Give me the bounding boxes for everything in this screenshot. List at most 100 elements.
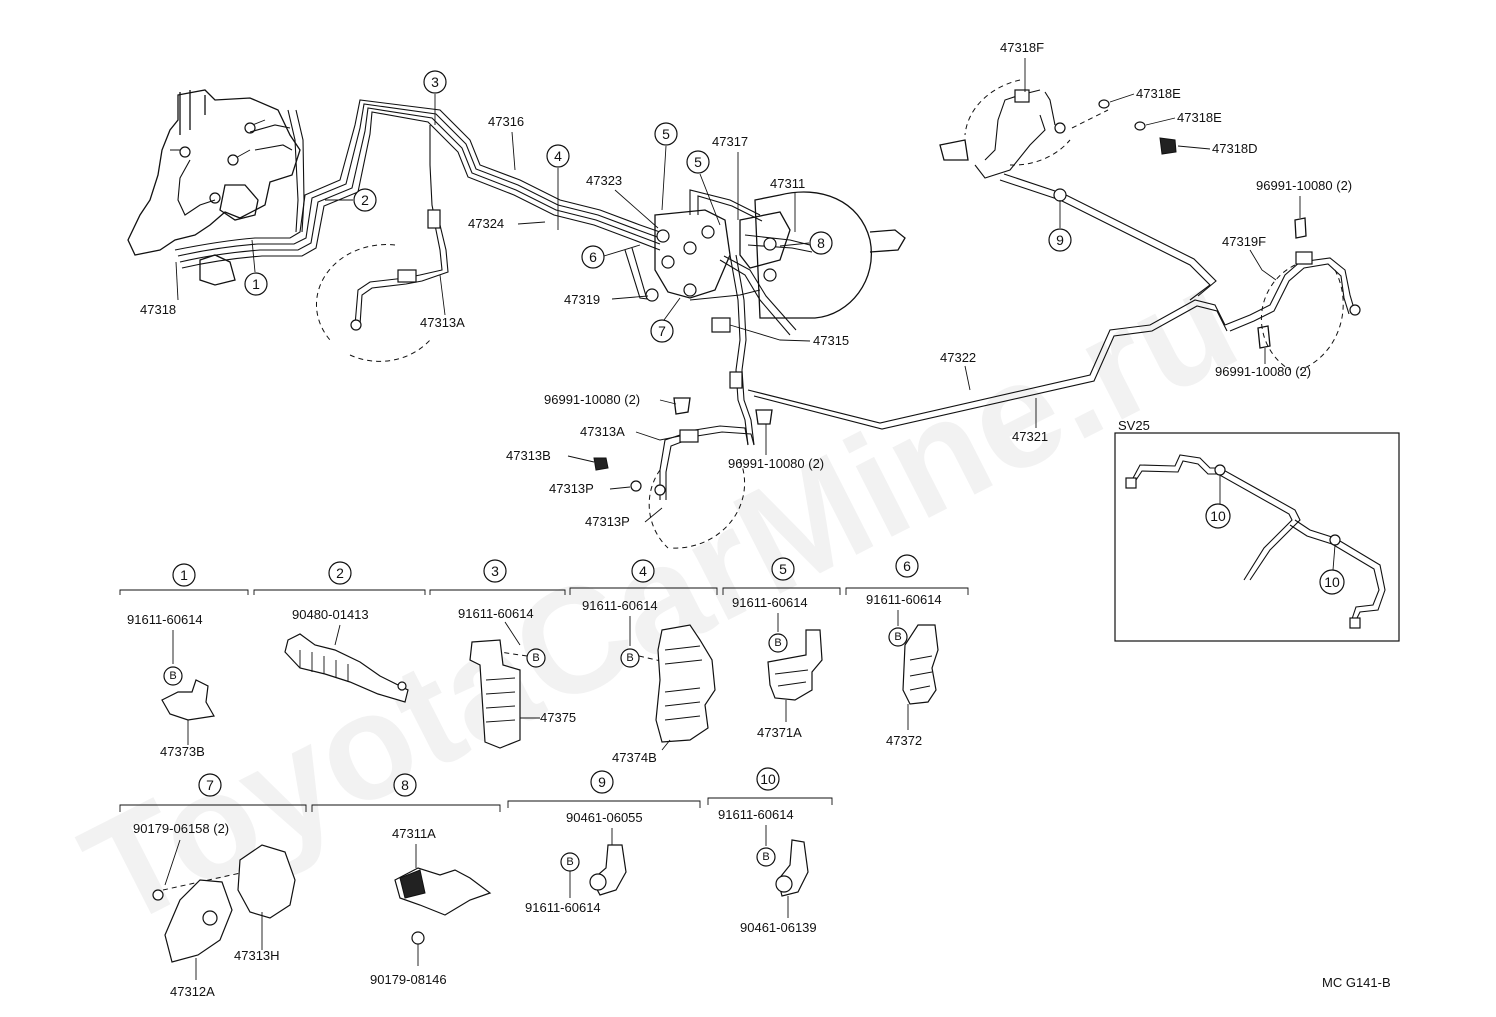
label-47313B: 47313B: [506, 448, 551, 463]
label-47318: 47318: [140, 302, 176, 317]
group7-part-a-label: 47313H: [234, 948, 280, 963]
callout-5a: 5: [654, 122, 678, 211]
svg-text:7: 7: [658, 323, 666, 339]
svg-text:1: 1: [180, 567, 188, 583]
callout-7: 7: [650, 297, 681, 343]
detail-group-6: 6 91611-60614 B 47372: [845, 554, 969, 748]
svg-text:10: 10: [1210, 508, 1226, 524]
group9-bottom-label: 91611-60614: [525, 900, 601, 915]
label-47315: 47315: [813, 333, 849, 348]
svg-text:9: 9: [598, 774, 606, 790]
label-47313P-b: 47313P: [585, 514, 630, 529]
svg-text:B: B: [774, 637, 781, 649]
callout-10a: 10: [1205, 503, 1231, 529]
group3-top-label: 91611-60614: [458, 606, 534, 621]
svg-text:2: 2: [361, 192, 369, 208]
svg-text:2: 2: [336, 565, 344, 581]
callout-9: 9: [1048, 200, 1072, 252]
diagram-code: MC G141-B: [1322, 975, 1391, 990]
svg-text:5: 5: [779, 561, 787, 577]
label-47324: 47324: [468, 216, 504, 231]
detail-group-7: 7 90179-06158 (2) 47313H 47312A: [119, 773, 307, 999]
callouts: 1 2 3 4 5 5 6: [244, 70, 1072, 343]
group8-bottom-label: 90179-08146: [370, 972, 447, 987]
clip-96991-lower: [673, 397, 773, 425]
group5-bottom-label: 47371A: [757, 725, 802, 740]
rear-right-brake-side: [1224, 217, 1361, 371]
group10-top-label: 91611-60614: [718, 807, 794, 822]
group10-bottom-label: 90461-06139: [740, 920, 817, 935]
label-47323: 47323: [586, 173, 622, 188]
group5-top-label: 91611-60614: [732, 595, 808, 610]
group7-top-label: 90179-06158 (2): [133, 821, 229, 836]
callout-3: 3: [423, 70, 447, 125]
svg-text:B: B: [532, 652, 539, 664]
front-left-brake: [316, 209, 449, 362]
svg-text:6: 6: [589, 249, 597, 265]
group6-bottom-label: 47372: [886, 733, 922, 748]
callout-2: 2: [325, 188, 377, 212]
svg-text:B: B: [626, 652, 633, 664]
svg-text:B: B: [566, 856, 573, 868]
svg-text:1: 1: [252, 276, 260, 292]
detail-group-8: 8 47311A 90179-08146: [311, 773, 501, 987]
svg-text:B: B: [169, 670, 176, 682]
label-47319: 47319: [564, 292, 600, 307]
svg-text:4: 4: [639, 563, 647, 579]
label-47316: 47316: [488, 114, 524, 129]
svg-text:9: 9: [1056, 232, 1064, 248]
callout-1: 1: [244, 239, 268, 296]
svg-text:5: 5: [694, 154, 702, 170]
group1-bottom-label: 47373B: [160, 744, 205, 759]
svg-text:5: 5: [662, 126, 670, 142]
detail-group-1: 1 91611-60614 B 47373B: [119, 563, 249, 759]
brake-booster: [739, 191, 906, 319]
group6-top-label: 91611-60614: [866, 592, 942, 607]
callout-10b: 10: [1319, 569, 1345, 595]
main-labels: 47318 47313A 47316 47324 47323 47317 473…: [140, 40, 1352, 529]
group1-top-label: 91611-60614: [127, 612, 203, 627]
inset-sv25: SV25 10 10: [1114, 418, 1400, 642]
label-47322: 47322: [940, 350, 976, 365]
rear-right-brake-top: [939, 79, 1177, 202]
callout-6: 6: [581, 244, 641, 269]
label-96991-c: 96991-10080 (2): [544, 392, 640, 407]
label-47317: 47317: [712, 134, 748, 149]
label-47319F: 47319F: [1222, 234, 1266, 249]
group7-part-b-label: 47312A: [170, 984, 215, 999]
svg-text:10: 10: [760, 771, 776, 787]
label-47318D: 47318D: [1212, 141, 1258, 156]
label-47313A-bottom: 47313A: [580, 424, 625, 439]
label-47318E-b: 47318E: [1177, 110, 1222, 125]
detail-group-3: 3 91611-60614 B 47375: [429, 559, 576, 749]
callout-5b: 5: [686, 150, 721, 226]
label-96991-b: 96991-10080 (2): [1215, 364, 1311, 379]
svg-text:8: 8: [401, 777, 409, 793]
detail-group-5: 5 91611-60614 B 47371A: [722, 557, 841, 740]
group4-top-label: 91611-60614: [582, 598, 658, 613]
svg-text:6: 6: [903, 558, 911, 574]
label-47318E-a: 47318E: [1136, 86, 1181, 101]
group9-top-label: 90461-06055: [566, 810, 643, 825]
svg-text:B: B: [894, 631, 901, 643]
callout-4: 4: [546, 144, 570, 230]
svg-text:10: 10: [1324, 574, 1340, 590]
svg-text:4: 4: [554, 148, 562, 164]
label-96991-d: 96991-10080 (2): [728, 456, 824, 471]
label-47318F: 47318F: [1000, 40, 1044, 55]
svg-text:3: 3: [431, 74, 439, 90]
label-47313A-top: 47313A: [420, 315, 465, 330]
svg-text:8: 8: [817, 235, 825, 251]
callout-8: 8: [779, 231, 833, 255]
watermark: ToyotaCarMine.ru: [58, 235, 1261, 959]
group4-bottom-label: 47374B: [612, 750, 657, 765]
group3-side-label: 47375: [540, 710, 576, 725]
inset-label: SV25: [1118, 418, 1150, 433]
svg-text:7: 7: [206, 777, 214, 793]
label-47321: 47321: [1012, 429, 1048, 444]
detail-group-10: 10 91611-60614 B 90461-06139: [707, 767, 833, 935]
detail-group-4: 4 91611-60614 B 47374B: [569, 559, 718, 765]
label-47313P-a: 47313P: [549, 481, 594, 496]
group8-top-label: 47311A: [392, 826, 436, 841]
